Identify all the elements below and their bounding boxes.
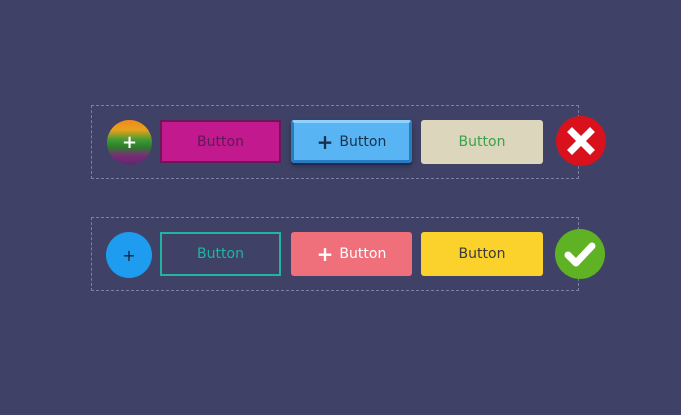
outline-teal-button-label: Button	[197, 246, 244, 262]
close-icon-glyph	[567, 127, 595, 155]
magenta-button[interactable]: Button	[160, 120, 281, 163]
coral-add-button-label: Button	[339, 246, 387, 262]
plus-icon: +	[121, 132, 138, 153]
check-icon[interactable]	[555, 229, 605, 279]
close-icon[interactable]	[556, 116, 606, 166]
plus-circle-button-blue[interactable]: +	[106, 232, 152, 278]
outline-teal-button[interactable]: Button	[160, 232, 281, 276]
yellow-button[interactable]: Button	[421, 232, 543, 276]
button-row-1: + Button + Button Button	[91, 105, 606, 179]
plus-icon: +	[316, 129, 334, 154]
plus-circle-button-gradient[interactable]: +	[107, 120, 152, 165]
blue-add-button[interactable]: + Button	[291, 120, 412, 163]
beige-button-label: Button	[458, 134, 506, 150]
plus-icon: +	[122, 245, 136, 265]
beige-button[interactable]: Button	[421, 120, 543, 164]
plus-icon: +	[316, 242, 334, 266]
check-icon-glyph	[564, 242, 596, 267]
blue-add-button-label: Button	[339, 133, 387, 150]
magenta-button-label: Button	[197, 133, 244, 150]
coral-add-button[interactable]: + Button	[291, 232, 412, 276]
button-row-2: + Button + Button Button	[91, 217, 605, 291]
yellow-button-label: Button	[458, 246, 506, 262]
